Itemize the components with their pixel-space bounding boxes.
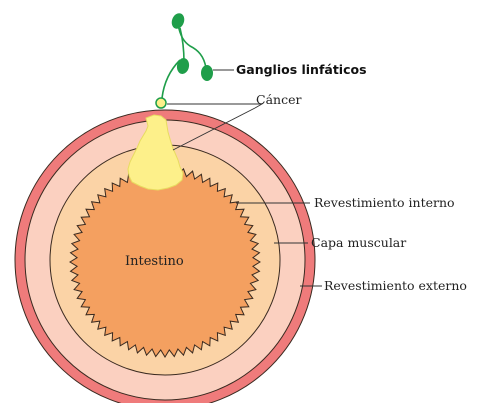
lymph-node [201, 65, 213, 81]
label-cancer: Cáncer [256, 92, 301, 107]
label-lymph-nodes: Ganglios linfáticos [236, 62, 367, 77]
label-intestine: Intestino [125, 254, 184, 269]
lymph-node [170, 11, 187, 30]
lymph-node [176, 57, 191, 75]
metastatic-cell [156, 98, 166, 108]
label-outer-lining: Revestimiento externo [324, 278, 467, 293]
label-inner-lining: Revestimiento interno [314, 195, 455, 210]
label-muscle-layer: Capa muscular [311, 235, 406, 250]
leader-cancer-1 [167, 104, 262, 108]
lymph-vessel [180, 28, 184, 62]
